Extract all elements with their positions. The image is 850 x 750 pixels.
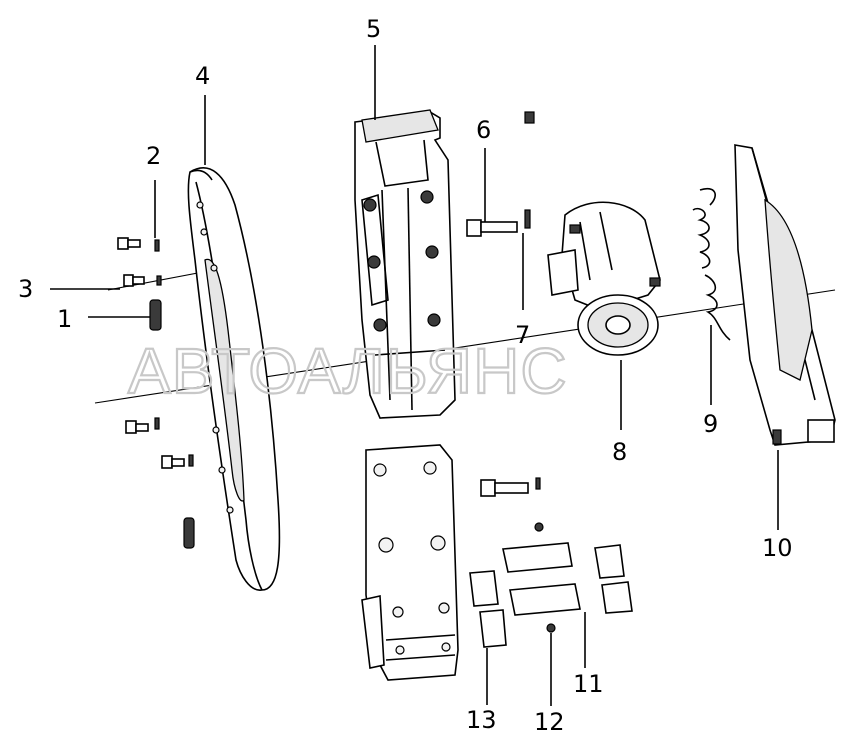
callout-label-8: 8 — [612, 438, 627, 466]
part-4-brake-disc — [187, 167, 281, 591]
part-5-lower-caliper — [361, 444, 459, 681]
part-5-upper-caliper — [354, 109, 456, 419]
callout-label-13: 13 — [466, 706, 497, 734]
callout-label-5: 5 — [366, 15, 381, 43]
callout-label-10: 10 — [762, 534, 793, 562]
callout-label-9: 9 — [703, 410, 718, 438]
callout-label-11: 11 — [573, 670, 604, 698]
callout-label-6: 6 — [476, 116, 491, 144]
watermark: АВТОАЛЬЯНС — [128, 335, 568, 407]
callout-label-1: 1 — [57, 305, 72, 333]
part-6-bolt — [466, 111, 541, 497]
part-8-cylinder — [547, 201, 661, 356]
left-fasteners — [117, 237, 195, 549]
callout-label-3: 3 — [18, 275, 33, 303]
callout-labels: 1 2 3 4 5 6 7 8 9 10 11 12 13 — [18, 15, 793, 736]
callout-label-4: 4 — [195, 62, 210, 90]
part-11-13-pads — [469, 522, 633, 648]
callout-label-7: 7 — [515, 321, 530, 349]
callout-label-2: 2 — [146, 142, 161, 170]
callout-label-12: 12 — [534, 708, 565, 736]
part-9-spring — [692, 187, 731, 341]
callout-leaders — [50, 45, 779, 706]
part-10-outer-caliper — [734, 144, 836, 446]
